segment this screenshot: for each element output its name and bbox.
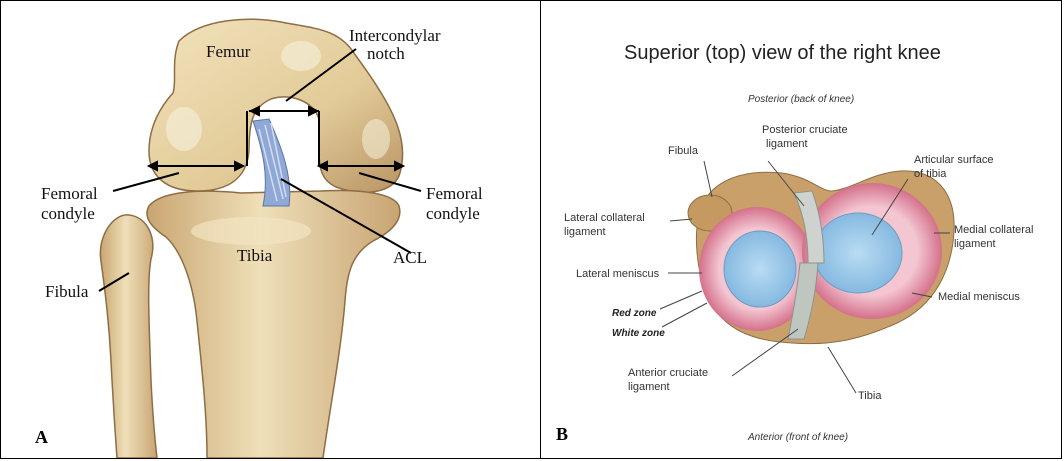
knee-top-illustration: Superior (top) view of the right knee Po… xyxy=(542,1,1061,458)
label-acl: ACL xyxy=(393,248,427,267)
label-intercondylar-2: notch xyxy=(367,44,405,63)
label-fibula-b: Fibula xyxy=(668,145,699,157)
label-femur: Femur xyxy=(206,42,251,61)
label-mcl-2: ligament xyxy=(954,238,996,250)
label-articular-2: of tibia xyxy=(914,168,947,180)
label-intercondylar-1: Intercondylar xyxy=(349,26,441,45)
label-femoral-condyle-left-2: condyle xyxy=(41,204,95,223)
label-femoral-condyle-right-2: condyle xyxy=(426,204,480,223)
label-fibula: Fibula xyxy=(45,282,89,301)
label-acl-b-1: Anterior cruciate xyxy=(628,367,708,379)
label-white-zone: White zone xyxy=(612,328,665,339)
medial-articular-surface xyxy=(814,213,902,293)
label-articular-1: Articular surface xyxy=(914,154,993,166)
label-pcl-2: ligament xyxy=(766,138,808,150)
panel-a-knee-front: Femur Intercondylar notch Femoral condyl… xyxy=(1,1,539,458)
label-anterior: Anterior (front of knee) xyxy=(747,432,848,443)
panel-b-letter: B xyxy=(556,424,568,444)
label-red-zone: Red zone xyxy=(612,308,657,319)
label-femoral-condyle-right-1: Femoral xyxy=(426,184,483,203)
panel-a-letter: A xyxy=(35,427,48,447)
panel-b-title: Superior (top) view of the right knee xyxy=(624,42,941,64)
knee-front-illustration: Femur Intercondylar notch Femoral condyl… xyxy=(1,1,539,458)
label-medial-meniscus: Medial meniscus xyxy=(938,291,1020,303)
label-lateral-meniscus: Lateral meniscus xyxy=(576,268,660,280)
label-lcl-1: Lateral collateral xyxy=(564,212,645,224)
label-lcl-2: ligament xyxy=(564,226,606,238)
panel-b-knee-top: Superior (top) view of the right knee Po… xyxy=(542,1,1061,458)
label-posterior: Posterior (back of knee) xyxy=(748,94,854,105)
label-tibia: Tibia xyxy=(237,246,273,265)
label-mcl-1: Medial collateral xyxy=(954,224,1033,236)
label-acl-b-2: ligament xyxy=(628,381,670,393)
panel-divider xyxy=(540,0,541,459)
fibula-bone xyxy=(100,215,157,458)
label-pcl-1: Posterior cruciate xyxy=(762,124,848,136)
label-tibia-b: Tibia xyxy=(858,390,882,402)
label-femoral-condyle-left-1: Femoral xyxy=(41,184,98,203)
lateral-articular-surface xyxy=(724,231,796,307)
